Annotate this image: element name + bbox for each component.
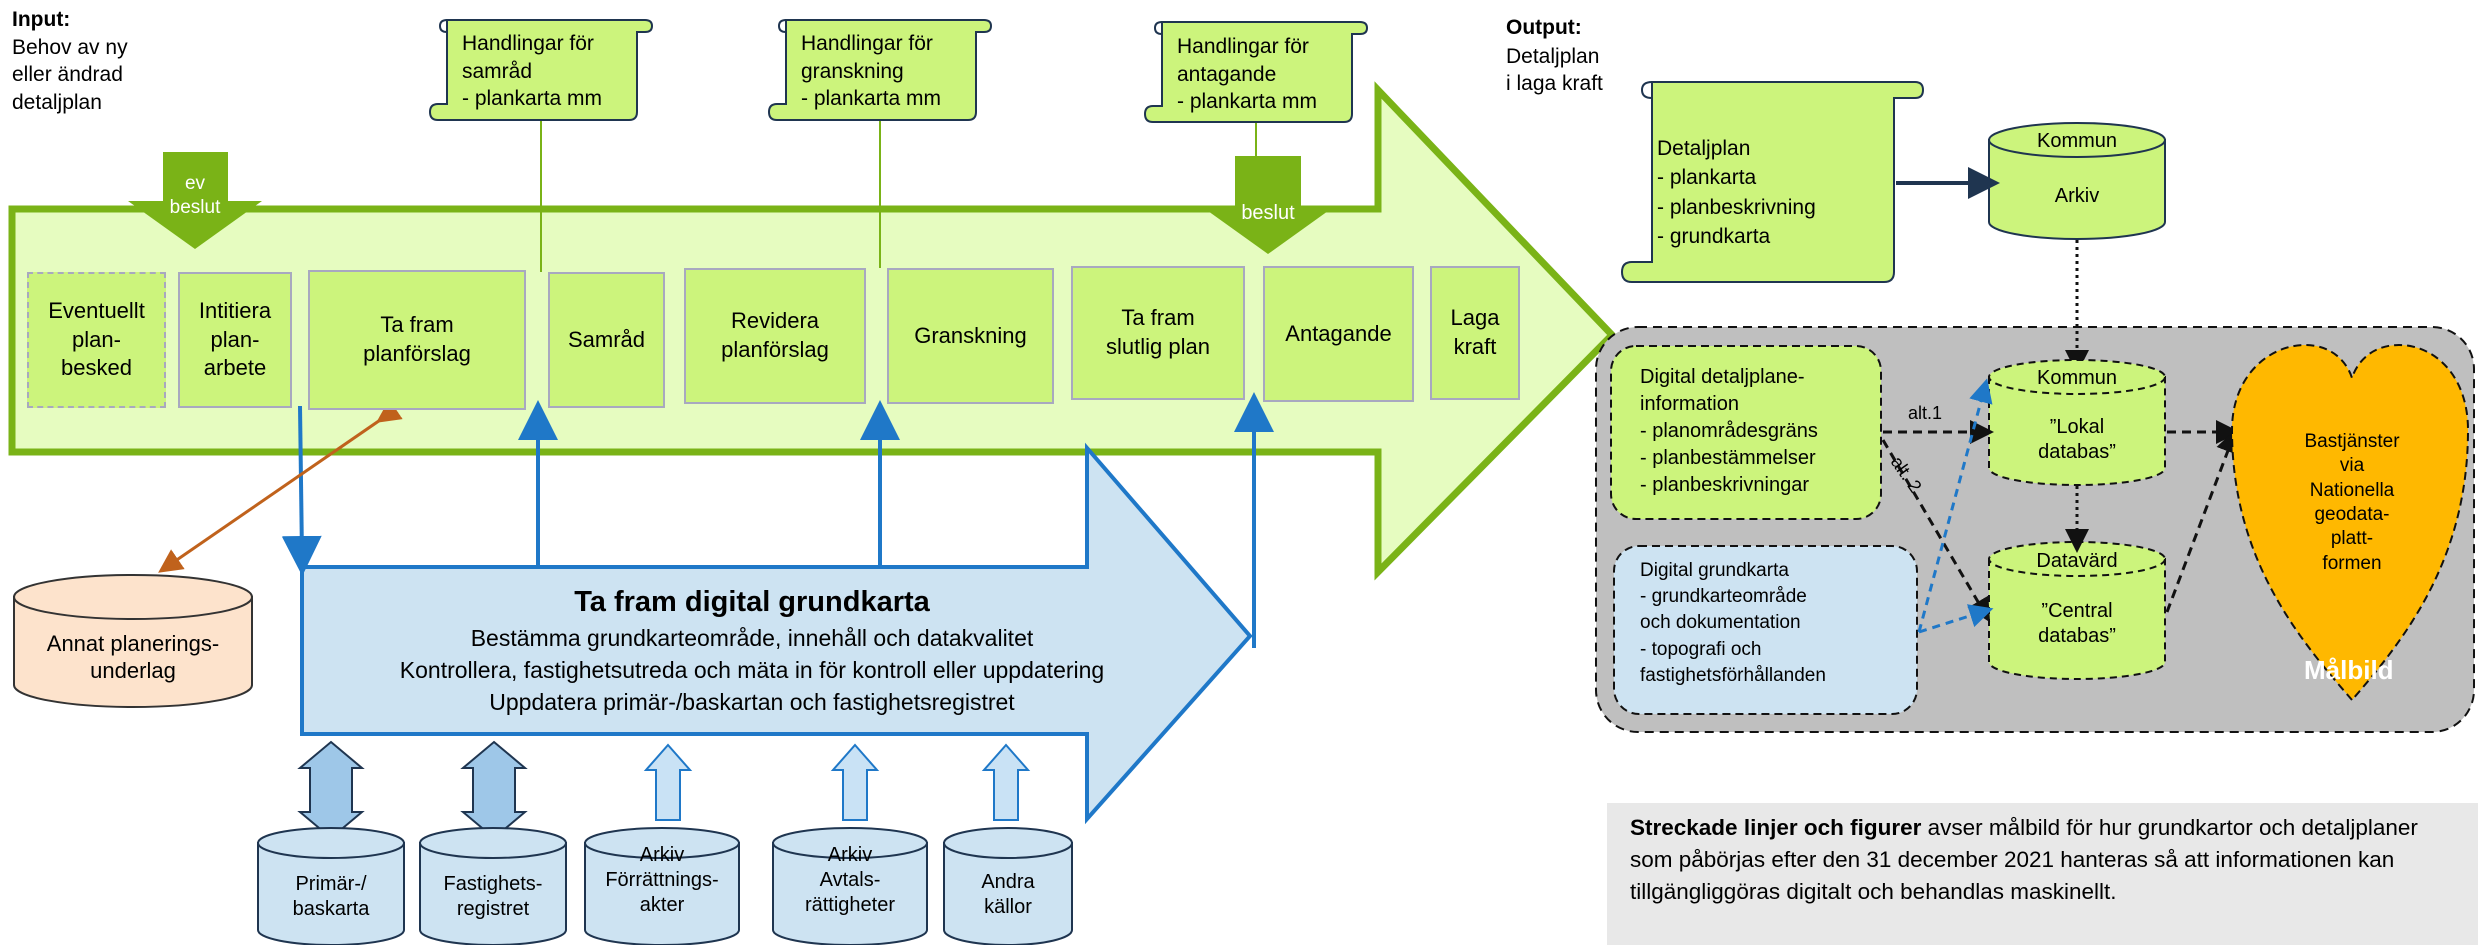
step-initiera: Intitiera plan- arbete: [178, 272, 292, 408]
scroll-antagande-text: Handlingar för antagande - plankarta mm: [1177, 35, 1318, 114]
annat-label: Annat planerings- underlag: [46, 630, 220, 684]
kommun-arkiv-cylinder: [1988, 122, 2166, 240]
kommun-arkiv-top: Kommun: [2036, 129, 2118, 152]
source-avtalsrattigheter: Arkiv Avtals- rättigheter: [804, 843, 896, 916]
lokal-body: ”Lokal databas”: [2038, 416, 2116, 463]
note-bold: Streckade linjer och figurer: [1630, 815, 1922, 840]
cyl-sources: [257, 827, 1073, 945]
ev-beslut-label: ev beslut: [169, 173, 221, 218]
annat-cylinder: [13, 574, 253, 708]
source-primar: Primär-/ baskarta: [292, 873, 370, 920]
scroll-samrad: [428, 19, 654, 121]
grundkarta-arrow: [300, 442, 1253, 825]
step-granskning: Granskning: [887, 268, 1054, 404]
step-planbesked: Eventuellt plan- besked: [27, 272, 166, 408]
beslut-arrow: [1201, 156, 1335, 254]
note-text: Streckade linjer och figurer avser målbi…: [1630, 812, 2460, 908]
scroll-granskning-text: Handlingar för granskning - plankarta mm: [801, 32, 942, 111]
output-title: Output:: [1506, 16, 1582, 39]
output-text: Detaljplan i laga kraft: [1506, 45, 1603, 96]
heart-shape: [2230, 343, 2470, 702]
beslut-label: beslut: [1241, 201, 1295, 224]
digital-grund-text: Digital grundkarta - grundkarteområde oc…: [1640, 560, 1826, 686]
double-arrow-2: [460, 740, 528, 840]
grundkarta-line-1: Bestämma grundkarteområde, innehåll och …: [470, 624, 1034, 651]
double-arrow-1: [297, 740, 365, 840]
kommun-arkiv-body: Arkiv: [2054, 184, 2100, 207]
scroll-samrad-text: Handlingar för samråd - plankarta mm: [462, 32, 603, 111]
input-title: Input:: [12, 8, 71, 31]
heart-label: Bastjänster via Nationella geodata- plat…: [2304, 431, 2400, 574]
lokal-top: Kommun: [2036, 366, 2118, 389]
step-revidera: Revidera planförslag: [684, 268, 866, 404]
input-text: Behov av ny eller ändrad detaljplan: [12, 36, 128, 114]
note-box: [1607, 803, 2478, 945]
digital-detalj-text: Digital detaljplane- information - plano…: [1640, 366, 1818, 496]
malbild-label: Målbild: [2304, 655, 2394, 685]
step-laga-kraft: Laga kraft: [1430, 266, 1520, 400]
grundkarta-title: Ta fram digital grundkarta: [574, 585, 930, 618]
central-databas-cylinder: [1988, 541, 2166, 680]
source-forrattningsakter: Arkiv Förrättnings- akter: [605, 843, 719, 916]
scroll-antagande: [1143, 21, 1369, 123]
grundkarta-line-2: Kontrollera, fastighetsutreda och mäta i…: [399, 656, 1105, 683]
lokal-databas-cylinder: [1988, 359, 2166, 486]
ev-beslut-arrow: [128, 152, 262, 249]
central-top: Datavärd: [2036, 549, 2118, 572]
detaljplan-scroll-text: Detaljplan - plankarta - planbeskrivning…: [1657, 137, 1816, 249]
step-ta-fram-slutlig-plan: Ta fram slutlig plan: [1071, 266, 1245, 400]
alt1-label: alt.1: [1908, 403, 1943, 423]
source-andra-kallor: Andra källor: [981, 871, 1035, 918]
scroll-detaljplan: [1620, 81, 1925, 283]
step-antagande: Antagande: [1263, 266, 1414, 402]
scroll-granskning: [767, 19, 993, 121]
grundkarta-line-3: Uppdatera primär-/baskartan och fastighe…: [489, 688, 1015, 715]
step-samrad: Samråd: [548, 272, 665, 408]
central-body: ”Central databas”: [2038, 600, 2116, 647]
note-rest: avser målbild för hur grundkartor och de…: [1630, 815, 2418, 904]
source-fastighetsregistret: Fastighets- registret: [443, 873, 543, 920]
step-ta-fram-planforslag: Ta fram planförslag: [308, 270, 526, 410]
